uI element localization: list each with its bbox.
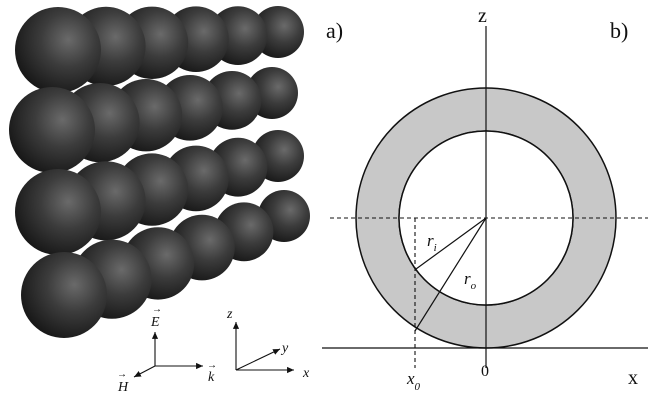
x0-label: x0 <box>406 369 421 393</box>
sphere <box>15 7 101 93</box>
h-field-arrow <box>133 365 156 378</box>
y-axis-label: y <box>280 341 289 356</box>
inner-radius-line <box>415 217 487 270</box>
inner-radius-label: ri <box>427 231 437 254</box>
x-axis-title: x <box>628 367 638 389</box>
panel-b-axes <box>322 26 648 368</box>
outer-radius-line <box>414 217 487 332</box>
panel-a-label: a) <box>326 18 343 43</box>
sphere <box>9 87 95 173</box>
sphere-array <box>9 6 310 338</box>
origin-label: 0 <box>481 363 489 380</box>
outer-radius-label: ro <box>464 269 477 292</box>
z-axis-title: z <box>478 5 487 27</box>
panel-b-label: b) <box>610 18 628 43</box>
k-vector-label: k <box>208 370 215 385</box>
e-vector-mark-icon: → <box>152 304 162 315</box>
e-field-label: E <box>150 315 160 330</box>
sphere <box>21 252 107 338</box>
y-axis-arrow <box>235 348 281 371</box>
h-vector-mark-icon: → <box>117 369 127 380</box>
field-vectors: E → k → H → <box>117 304 217 395</box>
k-vector-mark-icon: → <box>207 360 217 371</box>
z-axis-label: z <box>226 307 233 322</box>
sphere <box>15 169 101 255</box>
x-axis-label: x <box>302 366 310 381</box>
coordinate-axes: z y x <box>226 307 310 381</box>
h-field-label: H <box>117 380 129 395</box>
